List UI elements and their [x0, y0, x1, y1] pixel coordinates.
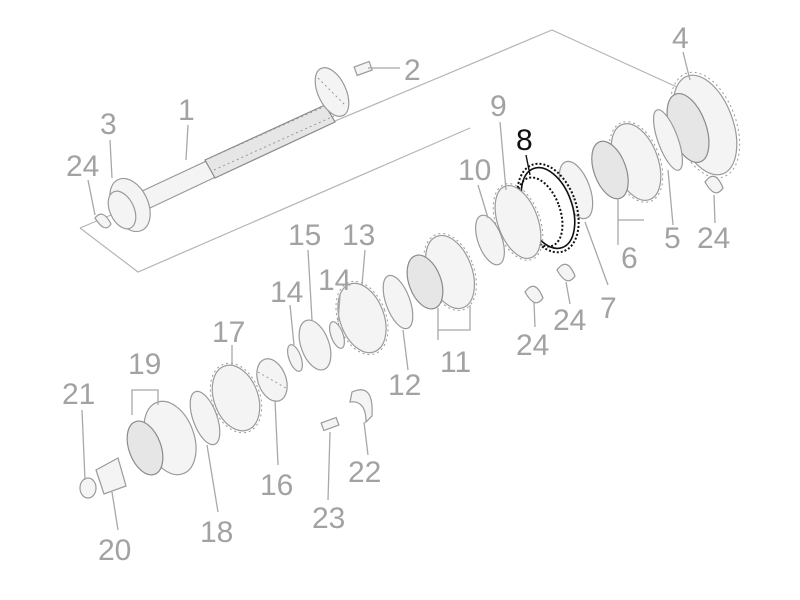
part-label-12: 12	[388, 369, 421, 402]
washer	[329, 321, 345, 349]
part-label-4: 4	[672, 22, 689, 55]
part-label-24: 24	[516, 329, 549, 362]
synchronizer-hub	[406, 233, 477, 311]
assembly-frame-lower	[79, 127, 471, 273]
part-label-20: 20	[98, 534, 131, 567]
part-label-22: 22	[348, 456, 381, 489]
part-label-8[interactable]: 8	[516, 124, 533, 157]
part-label-5: 5	[664, 222, 681, 255]
part-label-19: 19	[128, 348, 161, 381]
retaining-clip	[349, 389, 373, 424]
bearing	[107, 177, 151, 233]
part-label-17: 17	[212, 316, 245, 349]
part-label-24: 24	[66, 150, 99, 183]
gear-thirteen	[335, 280, 389, 356]
part-label-23: 23	[312, 502, 345, 535]
part-label-6: 6	[621, 242, 638, 275]
part-label-13: 13	[342, 219, 375, 252]
part-label-9: 9	[490, 90, 507, 123]
part-label-10: 10	[458, 154, 491, 187]
bolt	[320, 416, 340, 432]
part-label-18: 18	[200, 516, 233, 549]
part-label-24: 24	[553, 304, 586, 337]
circlip	[94, 213, 112, 229]
part-label-15: 15	[288, 219, 321, 252]
thin-ring	[652, 109, 684, 171]
ring-twelve	[382, 274, 414, 330]
pin	[353, 60, 373, 77]
lock-plate	[95, 457, 127, 495]
part-label-14: 14	[270, 276, 303, 309]
hub-nineteen	[126, 400, 197, 476]
circlip	[556, 263, 576, 282]
part-label-3: 3	[100, 108, 117, 141]
part-labels: 1 2 3 24 4 9 8 10 5 24 6 7 24 24 15 13 1…	[62, 22, 730, 567]
needle-bearing	[256, 358, 288, 402]
part-label-24: 24	[697, 222, 730, 255]
bearing-fifteen	[298, 319, 332, 371]
part-label-21: 21	[62, 378, 95, 411]
synchronizer-set	[591, 121, 664, 203]
part-label-1: 1	[178, 94, 195, 127]
ring-eighteen	[189, 390, 221, 446]
spacer-ring	[475, 214, 505, 266]
circlip	[704, 175, 724, 194]
part-label-7: 7	[600, 292, 617, 325]
leader-lines	[81, 51, 716, 531]
main-shaft	[139, 67, 350, 209]
part-label-11: 11	[440, 346, 471, 379]
washer	[287, 344, 303, 372]
circlip	[524, 285, 544, 304]
nut	[79, 477, 97, 499]
part-label-14: 14	[318, 264, 351, 297]
part-label-2: 2	[404, 54, 421, 87]
part-label-16: 16	[260, 469, 293, 502]
